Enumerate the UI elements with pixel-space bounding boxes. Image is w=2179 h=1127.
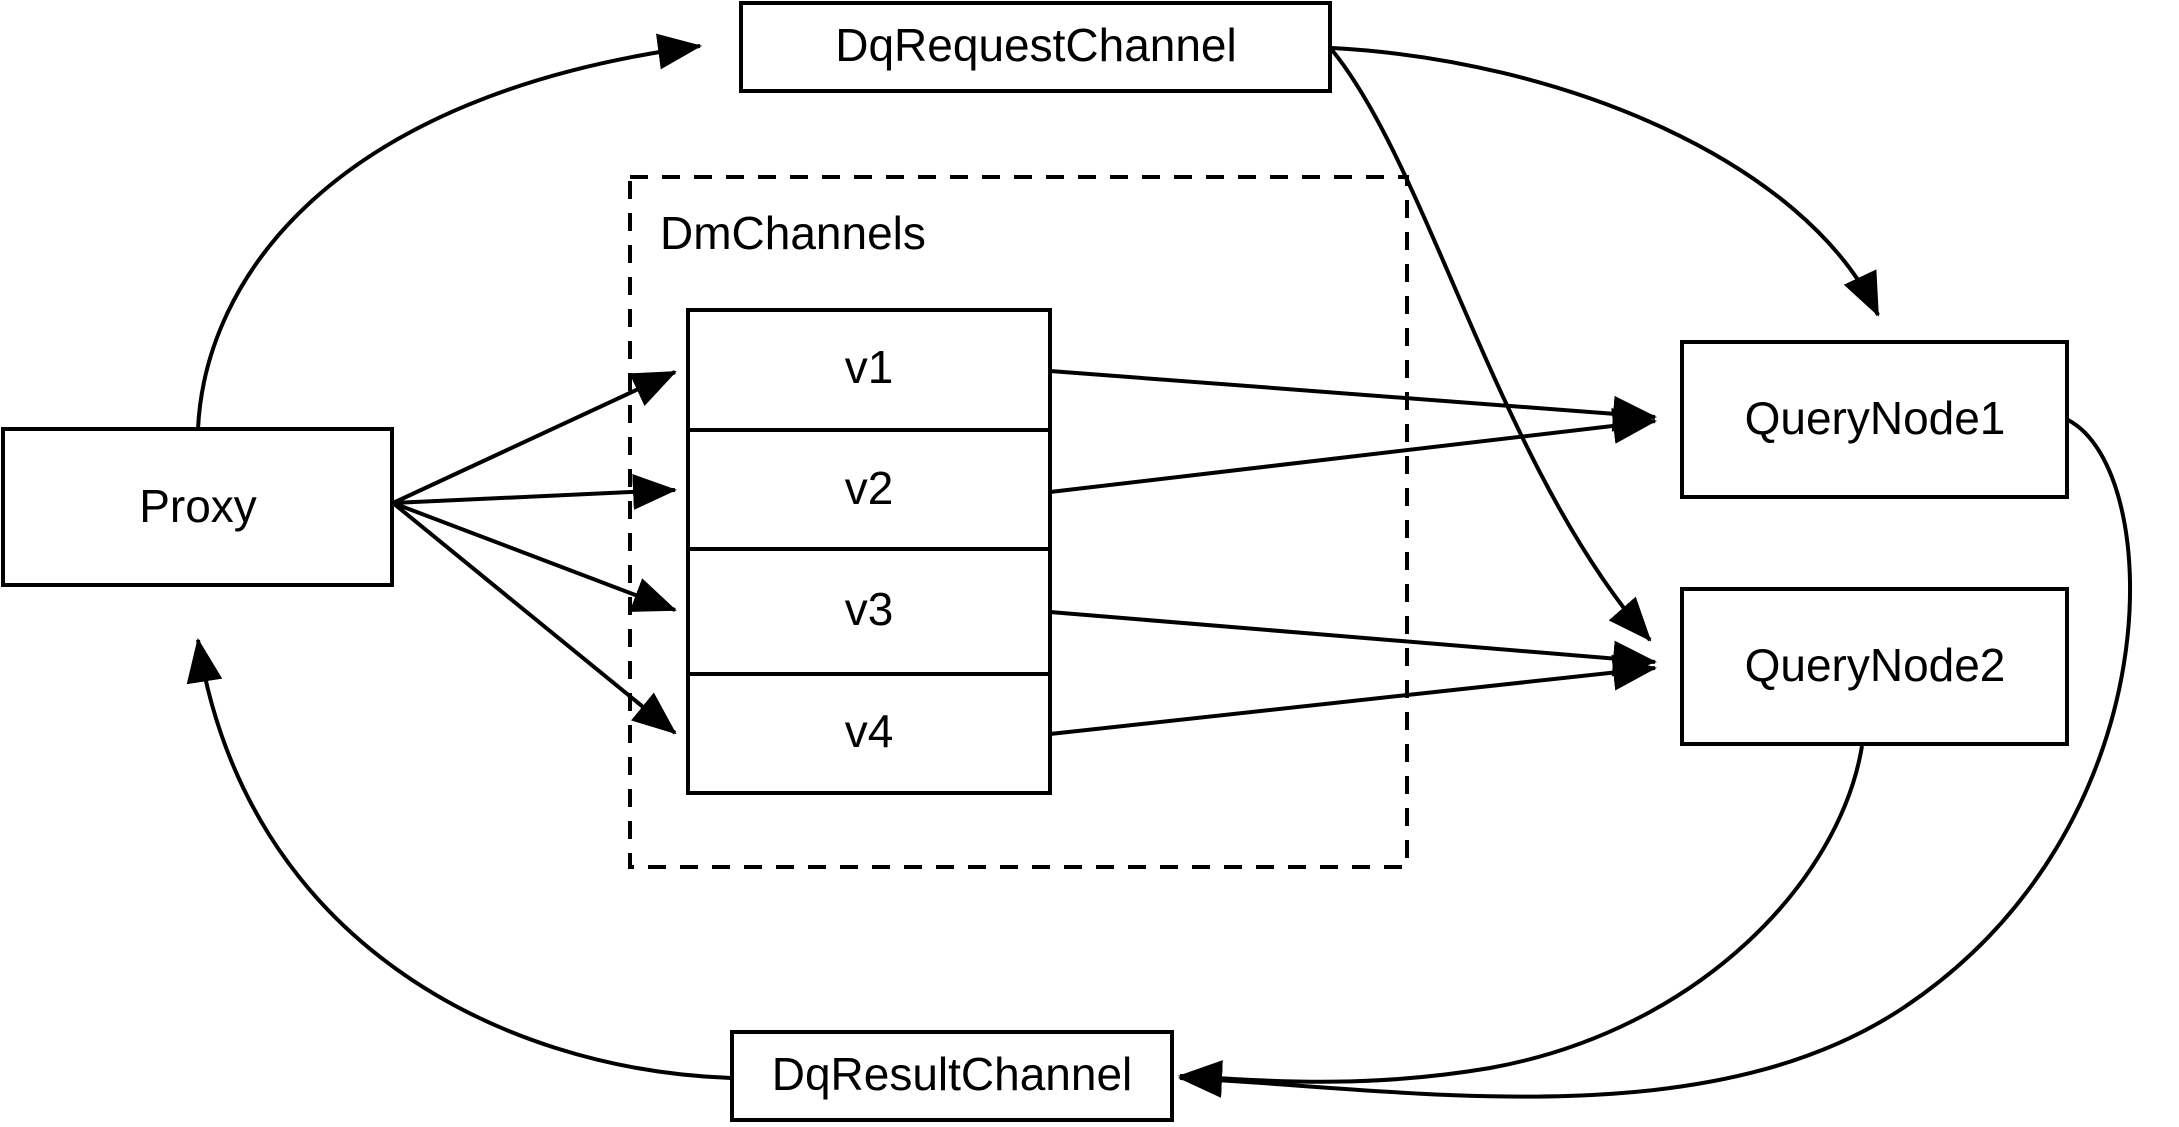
- edge-dqresultchannel-to-proxy: [186, 638, 732, 1080]
- node-querynode1[interactable]: [1680, 340, 2069, 499]
- vchannel-row-v3-label: v3: [845, 583, 894, 635]
- edge-querynode2-to-dqresultchannel: [1178, 745, 1864, 1097]
- node-querynode2[interactable]: [1680, 587, 2069, 746]
- vchannel-row-v4-label: v4: [845, 705, 894, 757]
- dmchannels-group-box: [628, 175, 1409, 869]
- edge-proxy-to-v4: [391, 501, 677, 735]
- node-querynode1-label: QueryNode1: [1745, 392, 2006, 444]
- edge-proxy-to-dqrequestchannel: [196, 33, 702, 430]
- node-querynode2-label: QueryNode2: [1745, 639, 2006, 691]
- node-proxy[interactable]: [1, 427, 394, 587]
- node-dqresultchannel-label: DqResultChannel: [772, 1048, 1133, 1100]
- node-dqresultchannel[interactable]: [730, 1030, 1174, 1122]
- edge-dqrequestchannel-to-querynode1: [1331, 46, 1880, 317]
- node-dqrequestchannel-label: DqRequestChannel: [835, 19, 1237, 71]
- edge-dqrequestchannel-to-querynode2: [1330, 48, 1652, 642]
- edge-v1-to-querynode1: [1049, 369, 1657, 432]
- vchannel-row-v1-label: v1: [845, 341, 894, 393]
- edge-proxy-to-v3: [392, 501, 677, 612]
- edge-proxy-to-v1: [392, 370, 677, 505]
- vchannel-row-v2-label: v2: [845, 462, 894, 514]
- edge-v3-to-querynode2: [1049, 610, 1657, 677]
- node-proxy-label: Proxy: [139, 480, 257, 532]
- edge-v4-to-querynode2: [1049, 654, 1657, 736]
- edge-v2-to-querynode1: [1049, 408, 1657, 494]
- node-dqrequestchannel[interactable]: [739, 1, 1332, 93]
- vchannel-table: [686, 308, 1052, 795]
- dmchannels-group-label: DmChannels: [660, 207, 926, 259]
- edge-proxy-to-v2: [392, 473, 677, 510]
- edge-querynode1-to-dqresultchannel: [1178, 418, 2133, 1099]
